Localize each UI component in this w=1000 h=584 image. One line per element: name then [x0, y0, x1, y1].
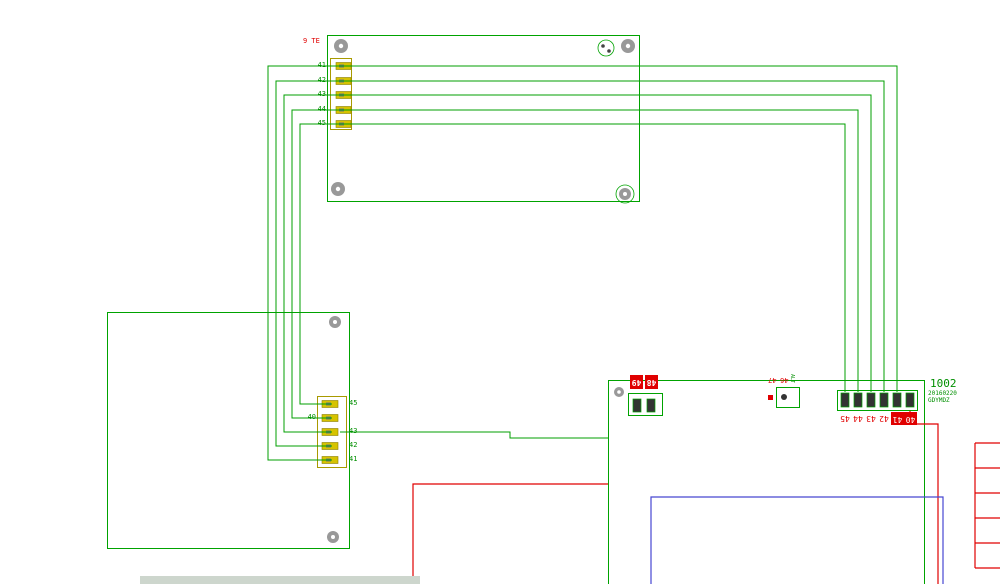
board-date-text: 20160220: [928, 390, 957, 397]
left-pin-label-42: 42: [349, 441, 358, 449]
conn-pin-label-43: 43: [866, 414, 876, 423]
ic-label-48: 48: [646, 378, 657, 387]
trace-net-45[interactable]: [299, 123, 846, 405]
red-connector-comb[interactable]: [974, 442, 1000, 569]
board-number-text: 1002: [930, 377, 957, 390]
two-hole-part[interactable]: [597, 39, 615, 57]
conn-pin-label-44: 44: [853, 414, 863, 423]
conn-pin-label-42: 42: [879, 414, 889, 423]
top-pin-label-44: 44: [317, 105, 326, 113]
top-pin-label-41: 41: [317, 61, 326, 69]
left-board-outline[interactable]: [107, 312, 350, 549]
bottom-edge-object[interactable]: [140, 576, 420, 584]
red-trace-left[interactable]: [412, 483, 608, 584]
top-board-ref-text: 9 TE: [303, 37, 320, 45]
board-name-text: GDYMDZ: [928, 397, 950, 404]
conn-pin-label-45: 45: [840, 414, 850, 423]
left-pin-label-40: 40: [307, 413, 316, 421]
left-pin-label-43: 43: [349, 427, 358, 435]
green-traces[interactable]: [267, 65, 898, 461]
conn-pin-label-41: 41: [891, 412, 904, 425]
trace-net-43[interactable]: [283, 94, 872, 433]
top-board-connector[interactable]: [330, 58, 352, 130]
red-ic-body[interactable]: [630, 375, 658, 389]
conn-pin-label-40: 40: [904, 412, 917, 425]
bottom-board-connector[interactable]: [837, 390, 918, 411]
trace-net-44[interactable]: [291, 109, 859, 419]
mounting-holes[interactable]: [327, 39, 635, 543]
red-traces[interactable]: [412, 411, 1000, 584]
bottom-board-outline[interactable]: [608, 380, 925, 584]
top-pin-label-45: 45: [317, 119, 326, 127]
small-part-side-text: ALT: [789, 374, 795, 384]
trace-net-41[interactable]: [267, 65, 898, 461]
top-pin-label-43: 43: [317, 90, 326, 98]
top-board-outline[interactable]: [327, 35, 640, 202]
small-part-footprint[interactable]: [768, 387, 800, 408]
top-pin-label-42: 42: [317, 76, 326, 84]
blue-trace[interactable]: [650, 496, 944, 584]
ic-label-49: 49: [631, 378, 642, 387]
trace-net-43-branch[interactable]: [340, 431, 608, 439]
small-part-label-46: 46: [780, 376, 789, 384]
trace-net-42[interactable]: [275, 80, 885, 447]
left-pin-label-45: 45: [349, 399, 358, 407]
transistor-footprint[interactable]: [628, 393, 663, 416]
small-part-label-47: 47: [768, 376, 777, 384]
left-pin-label-41: 41: [349, 455, 358, 463]
